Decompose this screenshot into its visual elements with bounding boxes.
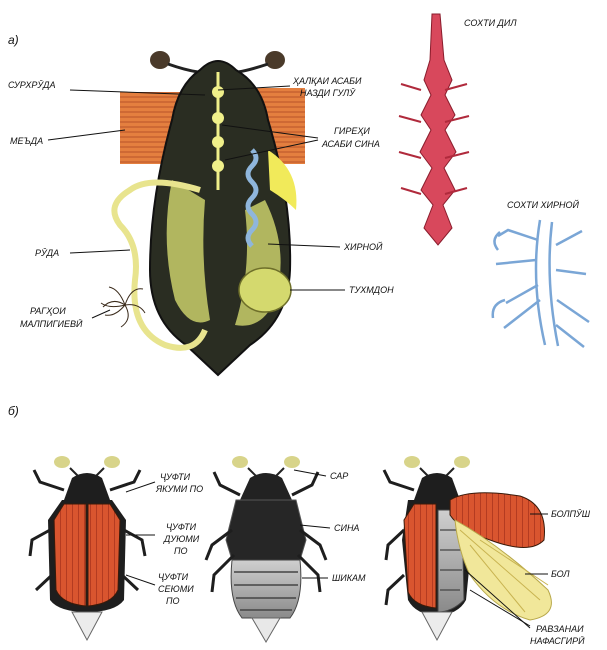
label-front-legs-line1: ҶУФТИ	[160, 472, 191, 482]
label-abdomen: ШИКАМ	[332, 573, 366, 583]
label-esophagus: СУРХРӮДА	[8, 80, 55, 90]
label-wing: БОЛ	[551, 569, 570, 579]
label-hind-legs-line2: СЕЮМИ	[158, 584, 194, 594]
label-elytra: БОЛПӮШ	[551, 509, 591, 519]
label-malpighian-line2: МАЛПИГИЕВӢ	[20, 319, 83, 329]
label-spiracles-line1: РАВЗАНАИ	[536, 624, 584, 634]
beetle-dorsal-view	[30, 456, 145, 640]
label-nerve-ring-line1: ҲАЛҚАИ АСАБИ	[292, 76, 362, 86]
label-hind-legs-line3: ПО	[166, 596, 180, 606]
part-b-marker: б)	[8, 404, 19, 418]
part-a-marker: а)	[8, 33, 19, 47]
label-middle-legs-line3: ПО	[174, 546, 188, 556]
label-nerve-ring-line2: НАЗДИ ГУЛӮ	[300, 88, 356, 98]
label-spiracles-line2: НАФАСГИРӢ	[530, 636, 585, 646]
beetle-ventral-view	[206, 456, 326, 642]
label-chest-ganglia-line1: ГИРЕҲИ	[334, 126, 370, 136]
label-front-legs-line2: ЯКУМИ ПО	[155, 484, 203, 494]
label-middle-legs-line1: ҶУФТИ	[166, 522, 197, 532]
label-middle-legs-line2: ДУЮМИ	[163, 534, 200, 544]
dissected-beetle	[101, 51, 305, 375]
label-heart-structure: СОХТИ ДИЛ	[464, 18, 517, 28]
heart-structure-drawing	[399, 14, 469, 245]
label-malpighian-line1: РАГҲОИ	[30, 306, 66, 316]
label-thorax: СИНА	[334, 523, 359, 533]
label-ovary: ТУХМДОН	[349, 285, 394, 295]
label-chest-ganglia-line2: АСАБИ СИНА	[321, 139, 380, 149]
label-stomach: МЕЪДА	[10, 136, 43, 146]
label-intestine: РӮДА	[35, 248, 59, 258]
label-head: САР	[330, 471, 348, 481]
label-fat-structure: СОХТИ ХИРНОЙ	[507, 199, 579, 210]
beetle-wings-open-view	[384, 456, 551, 640]
label-fat-body: ХИРНОЙ	[343, 241, 383, 252]
label-hind-legs-line1: ҶУФТИ	[158, 572, 189, 582]
ovary-shape	[239, 268, 291, 312]
fat-body-structure-drawing	[493, 220, 589, 347]
